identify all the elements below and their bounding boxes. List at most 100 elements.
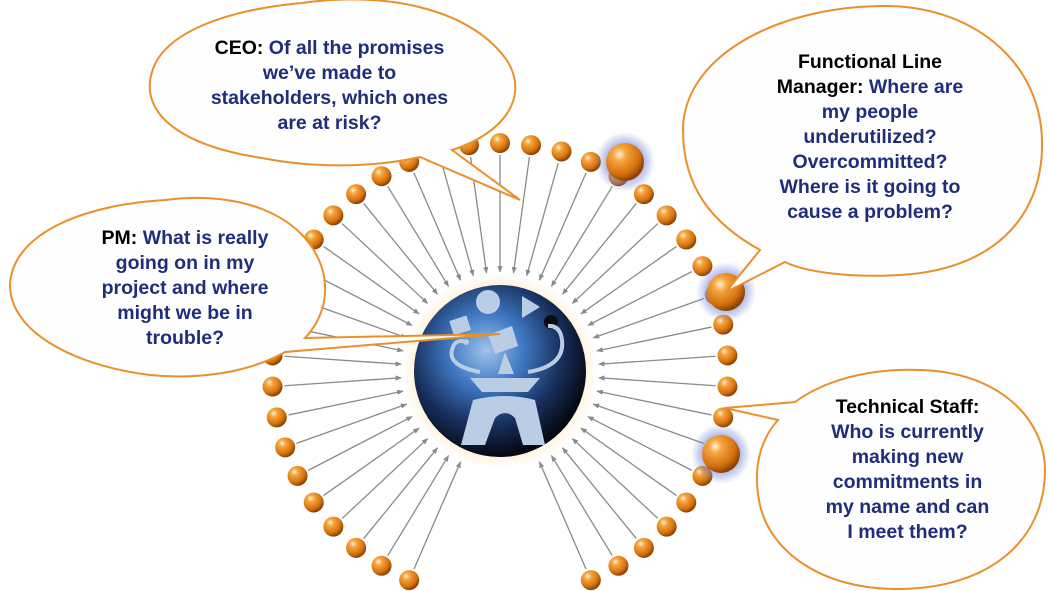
bead: [717, 345, 738, 366]
arrow-spoke: [596, 326, 712, 353]
arrow-spoke: [441, 162, 475, 277]
arrow-spoke: [598, 375, 716, 387]
arrow-spoke: [341, 438, 429, 519]
bead: [656, 205, 677, 226]
bead: [676, 229, 697, 250]
bead: [323, 516, 344, 537]
ceo-speech-bubble: [148, 0, 521, 201]
bead: [608, 555, 629, 576]
bead: [371, 555, 392, 576]
bead: [371, 166, 392, 187]
bead: [580, 570, 601, 591]
manager-quote-line: Where are: [868, 76, 964, 98]
tech-speech-bubble: [724, 368, 1047, 591]
arrow-spokes: [284, 155, 716, 570]
arrow-spoke: [580, 427, 677, 497]
ceo-quote-line: stakeholders, which ones: [210, 87, 449, 109]
tech-speaker-label: Technical Staff:: [835, 396, 980, 418]
arrow-spoke: [525, 162, 559, 277]
pm-quote-line: What is really: [142, 227, 269, 249]
bead: [633, 184, 654, 205]
bead: [551, 141, 572, 162]
arrow-spoke: [288, 389, 404, 416]
arrow-spoke: [550, 186, 613, 287]
tech-quote-line: Who is currently: [831, 421, 984, 443]
arrow-spoke: [307, 415, 413, 471]
bead: [303, 492, 324, 513]
bead: [521, 135, 542, 156]
pm-quote-line: project and where: [101, 277, 269, 299]
center-orb: [403, 274, 597, 468]
bead: [656, 516, 677, 537]
person-juggling-shapes-icon: [449, 290, 565, 445]
manager-quote-line: my people: [821, 101, 919, 123]
manager-quote-line: Overcommitted?: [792, 151, 948, 173]
arrow-spoke: [561, 203, 637, 295]
manager-speaker-label: Manager:: [776, 76, 864, 98]
pm-quote-line: going on in my: [115, 252, 255, 274]
bead: [262, 376, 283, 397]
bead: [346, 184, 367, 205]
bead: [676, 492, 697, 513]
manager-quote-line: underutilized?: [803, 126, 937, 148]
arrow-spoke: [413, 461, 462, 570]
arrow-spoke: [284, 355, 402, 367]
arrow-spoke: [561, 447, 637, 539]
pm-quote-line: trouble?: [146, 327, 224, 349]
tech-quote: Technical Staff: Who is currently making…: [790, 395, 1025, 545]
pm-quote-line: might we be in: [117, 302, 253, 324]
bead: [266, 407, 287, 428]
manager-quote: Functional Line Manager: Where are my pe…: [745, 50, 995, 225]
manager-speaker-label: Functional Line: [797, 51, 943, 73]
ceo-quote: CEO: Of all the promises we’ve made to s…: [152, 36, 507, 136]
bead: [275, 437, 296, 458]
arrow-spoke: [592, 298, 704, 339]
arrow-spoke: [387, 455, 450, 556]
arrow-spoke: [550, 455, 613, 556]
tech-quote-line: I meet them?: [847, 521, 968, 543]
arrow-spoke: [296, 403, 408, 444]
pm-speech-bubble: [8, 196, 501, 378]
bead: [490, 133, 510, 153]
bead: [633, 537, 654, 558]
ceo-quote-line: Of all the promises: [268, 37, 445, 59]
ceo-speaker-label: CEO:: [214, 37, 264, 59]
arrow-spoke: [363, 203, 439, 295]
bead: [346, 537, 367, 558]
bead: [399, 570, 420, 591]
tech-quote-line: making new: [851, 446, 964, 468]
arrow-spoke: [413, 172, 462, 281]
pm-speaker-label: PM:: [101, 227, 138, 249]
arrow-spoke: [323, 427, 420, 497]
stakeholder-bead-ceo: [595, 132, 655, 192]
arrow-spoke: [363, 447, 439, 539]
ceo-quote-line: are at risk?: [277, 112, 382, 134]
arrow-spoke: [323, 245, 420, 315]
tech-quote-line: commitments in: [832, 471, 983, 493]
stakeholder-bead-tech: [691, 424, 751, 484]
arrow-spoke: [598, 355, 716, 367]
arrow-spoke: [580, 245, 677, 315]
arrow-spoke: [596, 389, 712, 416]
manager-quote-line: cause a problem?: [787, 201, 953, 223]
arrow-spoke: [341, 223, 429, 304]
tech-quote-line: my name and can: [825, 496, 990, 518]
bead: [713, 407, 734, 428]
bead: [323, 205, 344, 226]
bead: [717, 376, 738, 397]
bead: [287, 465, 308, 486]
ceo-quote-line: we’ve made to: [262, 62, 397, 84]
arrow-spoke: [284, 375, 402, 387]
arrow-spoke: [511, 156, 531, 274]
arrow-spoke: [387, 186, 450, 287]
manager-quote-line: Where is it going to: [779, 176, 961, 198]
arrow-spoke: [571, 223, 659, 304]
pm-quote: PM: What is really going on in my projec…: [50, 226, 320, 351]
manager-speech-bubble: [681, 4, 1044, 293]
arrow-spoke: [538, 461, 587, 570]
arrow-spoke: [587, 271, 693, 327]
arrow-spoke: [538, 172, 587, 281]
arrow-spoke: [587, 415, 693, 471]
arrow-spoke: [571, 438, 659, 519]
